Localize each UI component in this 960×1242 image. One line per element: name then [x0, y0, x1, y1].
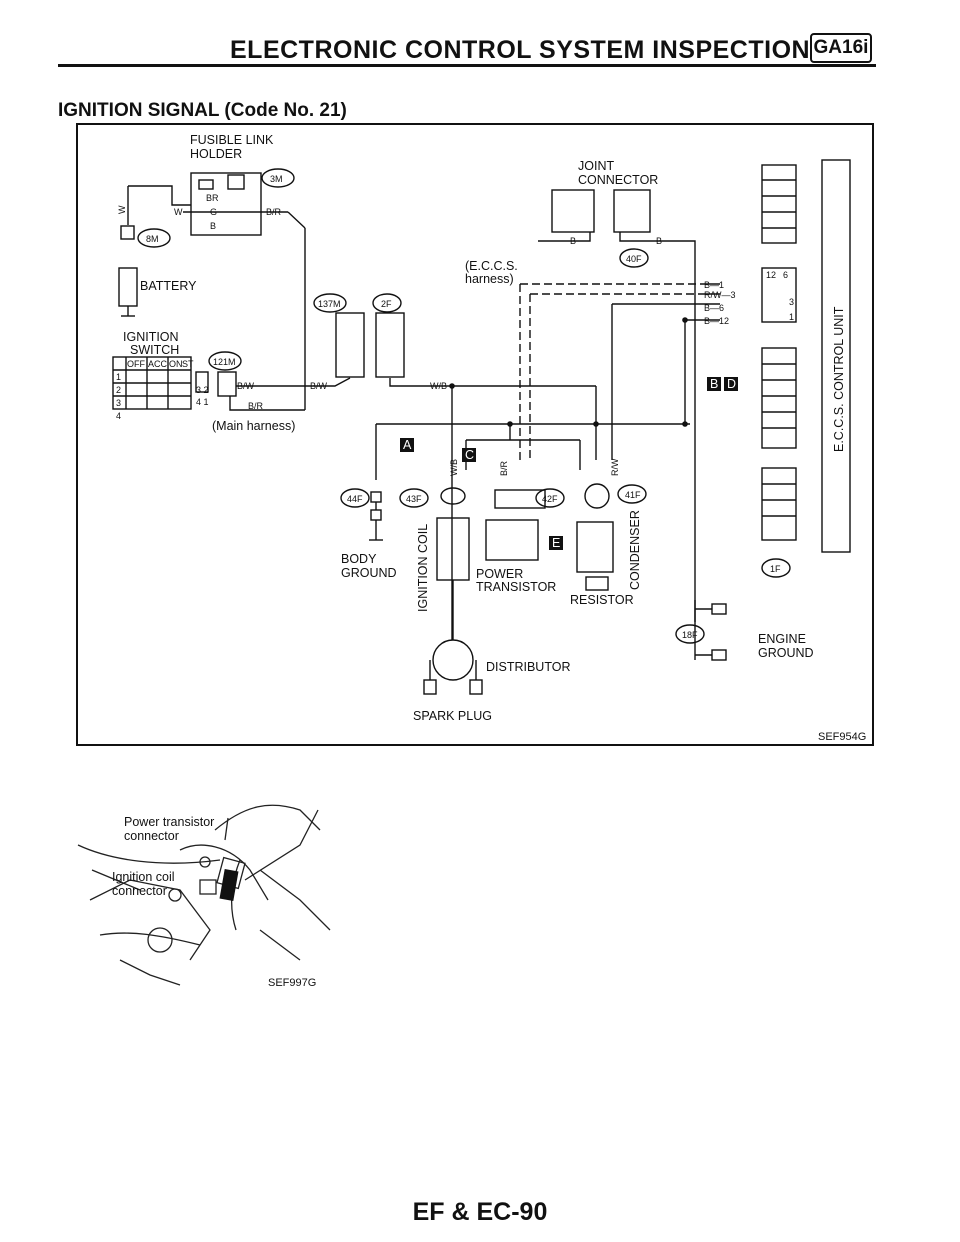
- power-transistor-label-2: TRANSISTOR: [476, 580, 556, 594]
- switch-col-on: ON: [169, 359, 183, 369]
- page-number: EF & EC-90: [412, 1198, 548, 1226]
- wire-w-label: W: [117, 205, 127, 214]
- eccs-unit-label: E.C.C.S. CONTROL UNIT: [832, 306, 846, 452]
- connector-41f: 41F: [625, 490, 641, 500]
- diagram-code: SEF954G: [818, 731, 866, 743]
- wire-wb-label-2: W/B: [449, 459, 459, 476]
- wire-br-r-label-2: B/R: [248, 401, 264, 411]
- wire-br-label: BR: [206, 193, 219, 203]
- ignition-switch-label: IGNITION: [123, 330, 179, 344]
- pins-4-1: 4 1: [196, 397, 209, 407]
- wire-g-label: G: [210, 207, 217, 217]
- connector-40f: 40F: [626, 254, 642, 264]
- wire-b-label-3: B: [656, 236, 662, 246]
- page-title: ELECTRONIC CONTROL SYSTEM INSPECTION: [230, 36, 811, 64]
- header-rule: [58, 64, 876, 67]
- wire-br-r-label-3: B/R: [499, 460, 509, 476]
- wire-rw3-label: R/W—3: [704, 290, 736, 300]
- switch-row-4: 4: [116, 411, 121, 421]
- engine-ground-label: ENGINE: [758, 632, 806, 646]
- connector-121m: 121M: [213, 357, 236, 367]
- battery-label: BATTERY: [140, 279, 197, 293]
- fusible-link-label: FUSIBLE LINK: [190, 133, 274, 147]
- ref-letter-d: D: [727, 377, 736, 391]
- power-transistor-connector-label-2: connector: [124, 829, 179, 843]
- body-ground-label: BODY: [341, 552, 377, 566]
- ref-letter-e: E: [552, 536, 560, 550]
- pins-3-2: 3 2: [196, 385, 209, 395]
- engine-badge: GA16i: [810, 33, 872, 63]
- pin-6: 6: [783, 270, 788, 280]
- connector-2f: 2F: [381, 299, 392, 309]
- connector-1f: 1F: [770, 564, 781, 574]
- joint-connector-label-2: CONNECTOR: [578, 173, 658, 187]
- connector-42f: 42F: [542, 494, 558, 504]
- eccs-harness-label: (E.C.C.S.: [465, 259, 518, 273]
- fusible-link-holder-label: HOLDER: [190, 147, 242, 161]
- switch-col-off: OFF: [127, 359, 145, 369]
- ignition-switch-label-2: SWITCH: [130, 343, 179, 357]
- connector-8m: 8M: [146, 234, 159, 244]
- eccs-harness-label-2: harness): [465, 272, 514, 286]
- wire-b6-label: B—6: [704, 303, 724, 313]
- wire-wb-label: W/B: [430, 381, 447, 391]
- switch-col-acc: ACC: [148, 359, 168, 369]
- wire-rw-label: R/W: [610, 458, 620, 476]
- switch-row-2: 2: [116, 385, 121, 395]
- wire-b12-label: B—12: [704, 316, 729, 326]
- main-harness-label: (Main harness): [212, 419, 295, 433]
- wire-b-label-2: B: [570, 236, 576, 246]
- power-transistor-connector-label: Power transistor: [124, 815, 214, 829]
- connector-3m: 3M: [270, 174, 283, 184]
- section-title: IGNITION SIGNAL (Code No. 21): [58, 100, 347, 121]
- ignition-coil-connector-label-2: connector: [112, 884, 167, 898]
- ref-letter-b: B: [710, 377, 718, 391]
- power-transistor-label: POWER: [476, 567, 523, 581]
- wire-w-label-2: W: [174, 207, 183, 217]
- switch-row-1: 1: [116, 372, 121, 382]
- wiring-diagram-frame: [76, 123, 874, 746]
- wire-bw-label: B/W: [237, 381, 255, 391]
- photo-code: SEF997G: [268, 977, 316, 989]
- ignition-coil-label: IGNITION COIL: [416, 524, 430, 612]
- distributor-label: DISTRIBUTOR: [486, 660, 571, 674]
- condenser-label: CONDENSER: [628, 510, 642, 590]
- spark-plug-label: SPARK PLUG: [413, 709, 492, 723]
- wire-b-label: B: [210, 221, 216, 231]
- pin-12: 12: [766, 270, 776, 280]
- ref-letter-a: A: [403, 438, 412, 452]
- pin-1: 1: [789, 312, 794, 322]
- connector-43f: 43F: [406, 494, 422, 504]
- joint-connector-label: JOINT: [578, 159, 614, 173]
- pin-3: 3: [789, 297, 794, 307]
- body-ground-label-2: GROUND: [341, 566, 397, 580]
- connector-18f: 18F: [682, 630, 698, 640]
- resistor-label: RESISTOR: [570, 593, 634, 607]
- ignition-coil-connector-label: Ignition coil: [112, 870, 175, 884]
- wire-br-r-label: B/R: [266, 207, 282, 217]
- connector-44f: 44F: [347, 494, 363, 504]
- ref-letter-c: C: [465, 448, 474, 462]
- wire-bw-label-2: B/W: [310, 381, 328, 391]
- engine-ground-label-2: GROUND: [758, 646, 814, 660]
- switch-col-st: ST: [182, 359, 194, 369]
- connector-137m: 137M: [318, 299, 341, 309]
- switch-row-3: 3: [116, 398, 121, 408]
- wire-b1-label: B—1: [704, 280, 724, 290]
